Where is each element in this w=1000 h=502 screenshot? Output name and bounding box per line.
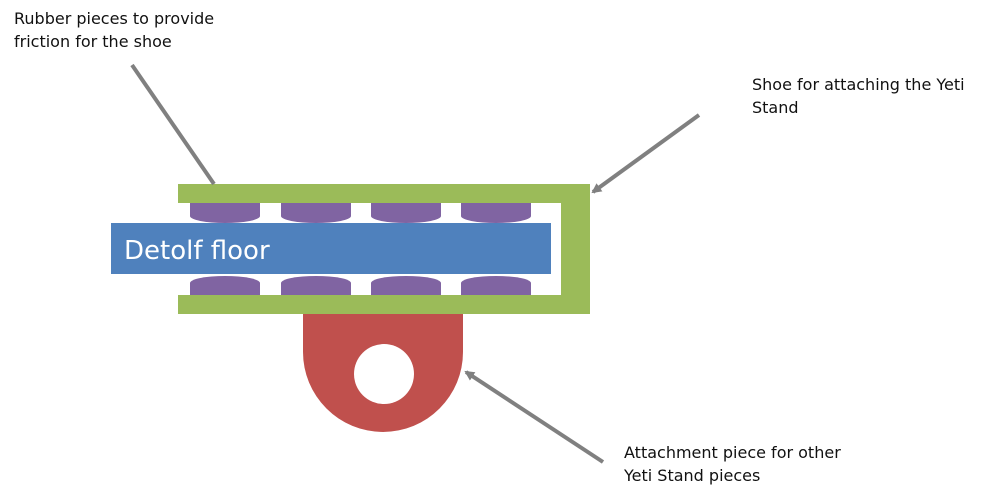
shoe-back-wall: [561, 184, 590, 314]
detolf-floor-label: Detolf floor: [124, 236, 270, 266]
shoe-top-plate: [178, 184, 590, 203]
rubber-piece: [281, 276, 351, 295]
attachment-callout-line-2: Yeti Stand pieces: [624, 466, 761, 485]
rubber-pieces-bottom: [190, 276, 531, 295]
detolf-floor: Detolf floor: [111, 223, 551, 274]
attachment-leader-arrow: [464, 370, 605, 464]
attachment-callout: Attachment piece for other Yeti Stand pi…: [624, 441, 841, 487]
rubber-piece: [461, 276, 531, 295]
rubber-piece: [281, 203, 351, 223]
rubber-callout-line-2: friction for the shoe: [14, 32, 172, 51]
rubber-piece: [371, 276, 441, 295]
shoe-bottom-plate: [178, 295, 590, 314]
rubber-callout-line-1: Rubber pieces to provide: [14, 9, 215, 28]
shoe-callout: Shoe for attaching the Yeti Stand: [752, 73, 965, 119]
attachment-piece: [303, 305, 463, 432]
attachment-callout-line-1: Attachment piece for other: [624, 443, 841, 462]
shoe-leader-arrow: [591, 113, 701, 194]
rubber-leader-line: [130, 63, 216, 186]
rubber-callout: Rubber pieces to provide friction for th…: [14, 7, 214, 53]
shoe: [178, 184, 590, 314]
rubber-piece: [461, 203, 531, 223]
detolf-floor-board: [111, 223, 551, 274]
rubber-piece: [190, 203, 260, 223]
shoe-callout-line-1: Shoe for attaching the Yeti: [752, 75, 965, 94]
rubber-piece: [371, 203, 441, 223]
rubber-pieces-top: [190, 203, 531, 223]
shoe-callout-line-2: Stand: [752, 98, 799, 117]
rubber-piece: [190, 276, 260, 295]
attachment-hole: [354, 344, 414, 404]
